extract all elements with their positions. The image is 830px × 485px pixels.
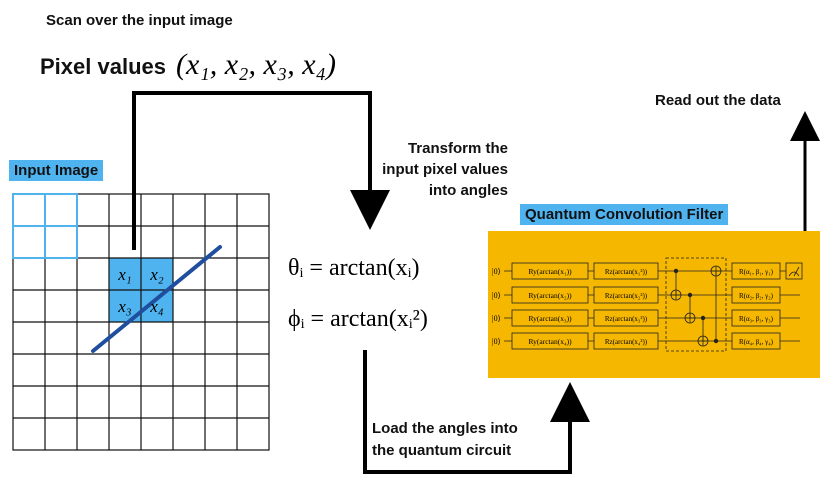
ry-gate-4-label: Ry(arctan(x₄)) (528, 337, 572, 346)
qubit-state-3: |0⟩ (492, 314, 501, 323)
cnot-1-control (673, 268, 679, 274)
r-gate-1 (731, 262, 781, 280)
r-gate-4 (731, 332, 781, 350)
ry-gate-1 (511, 262, 589, 280)
r-gate-3-label: R(α₃, β₃, γ₃) (739, 315, 774, 323)
cell-label-x3: x₃ (117, 297, 132, 316)
qubit-state-1: |0⟩ (492, 267, 501, 276)
qubit-state-2: |0⟩ (492, 291, 501, 300)
cell-label-x4: x₄ (149, 297, 164, 316)
scan-caption: Scan over the input image (46, 12, 233, 29)
transform-line-1: Transform the (407, 140, 508, 157)
rz-gate-3-label: Rz(arctan(x₃²)) (605, 315, 648, 323)
filter-label: Quantum Convolution Filter (520, 204, 729, 225)
ry-gate-3-label: Ry(arctan(x₃)) (528, 314, 572, 323)
pixel-values-row: Pixel values (x₁, x₂, x₃, x₄) (40, 48, 336, 82)
r-gate-3 (731, 309, 781, 327)
input-image-label: Input Image (9, 160, 104, 181)
load-line-1: Load the angles into (372, 420, 518, 437)
pixel-tuple: (x₁, x₂, x₃, x₄) (175, 48, 336, 81)
cnot-2-control (687, 292, 693, 298)
cnot-4-control (713, 338, 719, 344)
r-gate-2-label: R(α₂, β₂, γ₂) (739, 292, 774, 300)
read-out-caption: Read out the data (655, 92, 781, 109)
r-gate-1-label: R(α₁, β₁, γ₁) (739, 268, 774, 276)
transform-caption: Transform the input pixel values into an… (372, 138, 508, 201)
transform-line-2: input pixel values (382, 161, 508, 178)
phi-equation: ϕᵢ = arctan(xᵢ²) (288, 306, 428, 332)
rz-gate-3 (593, 309, 659, 327)
measurement-icon (785, 262, 803, 280)
qubit-state-4: |0⟩ (492, 337, 501, 346)
pixel-values-label: Pixel values (40, 54, 166, 79)
ry-gate-1-label: Ry(arctan(x₁)) (528, 267, 572, 276)
quantum-filter-box (488, 231, 820, 378)
input-image-grid (12, 193, 270, 451)
theta-equation: θᵢ = arctan(xᵢ) (288, 255, 420, 281)
rz-gate-2-label: Rz(arctan(x₂²)) (605, 292, 648, 300)
equations-to-circuit-arrow (363, 350, 590, 474)
r-gate-4-label: R(α₄, β₄, γ₄) (739, 338, 774, 346)
r-gate-2 (731, 286, 781, 304)
rz-gate-1-label: Rz(arctan(x₁²)) (605, 268, 648, 276)
quantum-circuit: |0⟩ |0⟩ |0⟩ |0⟩ Ry(arctan(x₁)) Ry(arctan… (492, 257, 803, 352)
ry-gate-2-label: Ry(arctan(x₂)) (528, 291, 572, 300)
cell-label-x1: x₁ (117, 265, 131, 284)
rz-gate-4-label: Rz(arctan(x₄²)) (605, 338, 648, 346)
cell-label-x2: x₂ (149, 265, 164, 284)
cnot-3-control (700, 315, 706, 321)
rz-gate-4 (593, 332, 659, 350)
image-stroke (91, 245, 222, 353)
entangling-block (665, 257, 727, 352)
ry-gate-2 (511, 286, 589, 304)
transform-line-3: into angles (428, 182, 508, 199)
scan-to-equations-arrow (132, 91, 390, 250)
rz-gate-1 (593, 262, 659, 280)
rz-gate-2 (593, 286, 659, 304)
load-caption: Load the angles into the quantum circuit (372, 418, 518, 462)
ry-gate-3 (511, 309, 589, 327)
load-line-2: the quantum circuit (372, 442, 512, 459)
scan-window-start (12, 193, 78, 259)
ry-gate-4 (511, 332, 589, 350)
